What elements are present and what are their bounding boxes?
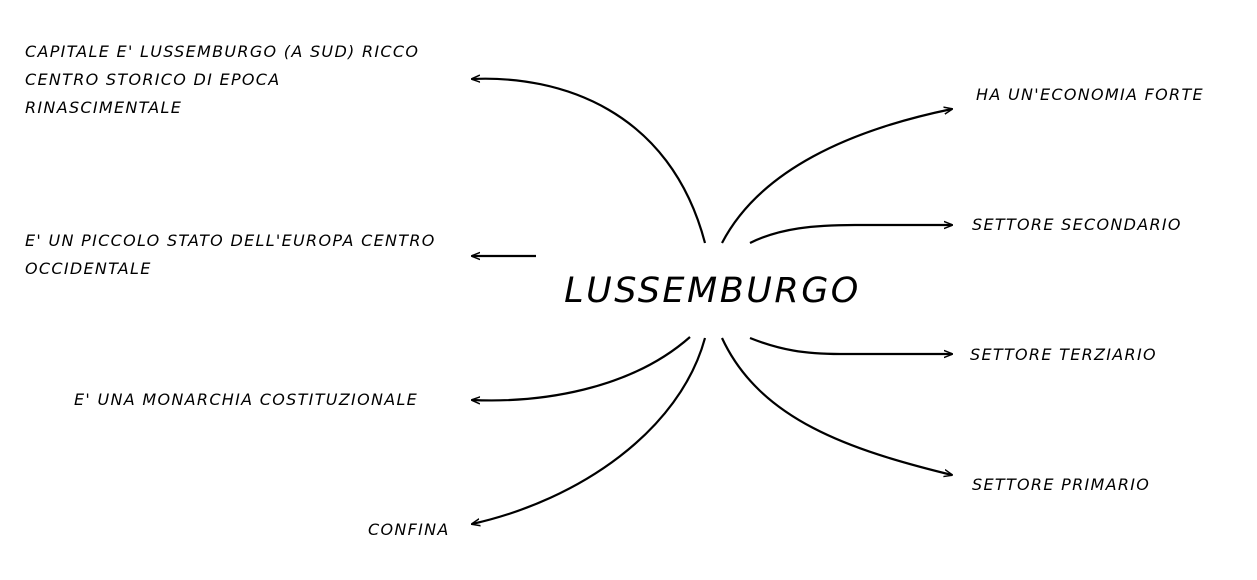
topic-piccolo-stato[interactable]: E' UN PICCOLO STATO DELL'EUROPA CENTRO O… (25, 227, 436, 283)
central-topic[interactable]: LUSSEMBURGO (540, 258, 885, 324)
topic-confina-line-1: CONFINA (368, 520, 450, 539)
topic-secondario[interactable]: SETTORE SECONDARIO (972, 211, 1182, 239)
topic-confina[interactable]: CONFINA (368, 516, 450, 544)
topic-economia[interactable]: HA UN'ECONOMIA FORTE (976, 81, 1204, 109)
connector-economia (721, 109, 952, 244)
connector-confina (472, 337, 707, 524)
connector-primario (721, 337, 952, 475)
topic-capitale-line-3: RINASCIMENTALE (25, 98, 183, 117)
topic-capitale-line-2: CENTRO STORICO DI EPOCA (25, 70, 281, 89)
topic-monarchia[interactable]: E' UNA MONARCHIA COSTITUZIONALE (74, 386, 418, 414)
topic-capitale-line-1: CAPITALE E' LUSSEMBURGO (A SUD) RICCO (25, 42, 420, 61)
connector-terziario (749, 336, 952, 354)
central-topic-label: LUSSEMBURGO (564, 271, 861, 311)
connector-secondario (749, 225, 952, 244)
connector-capitale (472, 79, 707, 244)
topic-monarchia-line-1: E' UNA MONARCHIA COSTITUZIONALE (74, 390, 419, 409)
topic-capitale[interactable]: CAPITALE E' LUSSEMBURGO (A SUD) RICCO CE… (25, 38, 419, 122)
topic-economia-line-1: HA UN'ECONOMIA FORTE (976, 85, 1204, 104)
topic-terziario-line-1: SETTORE TERZIARIO (970, 345, 1157, 364)
connector-monarchia (472, 336, 691, 400)
topic-piccolo-stato-line-1: E' UN PICCOLO STATO DELL'EUROPA CENTRO (25, 231, 436, 250)
topic-terziario[interactable]: SETTORE TERZIARIO (970, 341, 1157, 369)
topic-secondario-line-1: SETTORE SECONDARIO (972, 215, 1182, 234)
topic-piccolo-stato-line-2: OCCIDENTALE (25, 259, 152, 278)
topic-primario[interactable]: SETTORE PRIMARIO (972, 471, 1150, 499)
topic-primario-line-1: SETTORE PRIMARIO (972, 475, 1151, 494)
